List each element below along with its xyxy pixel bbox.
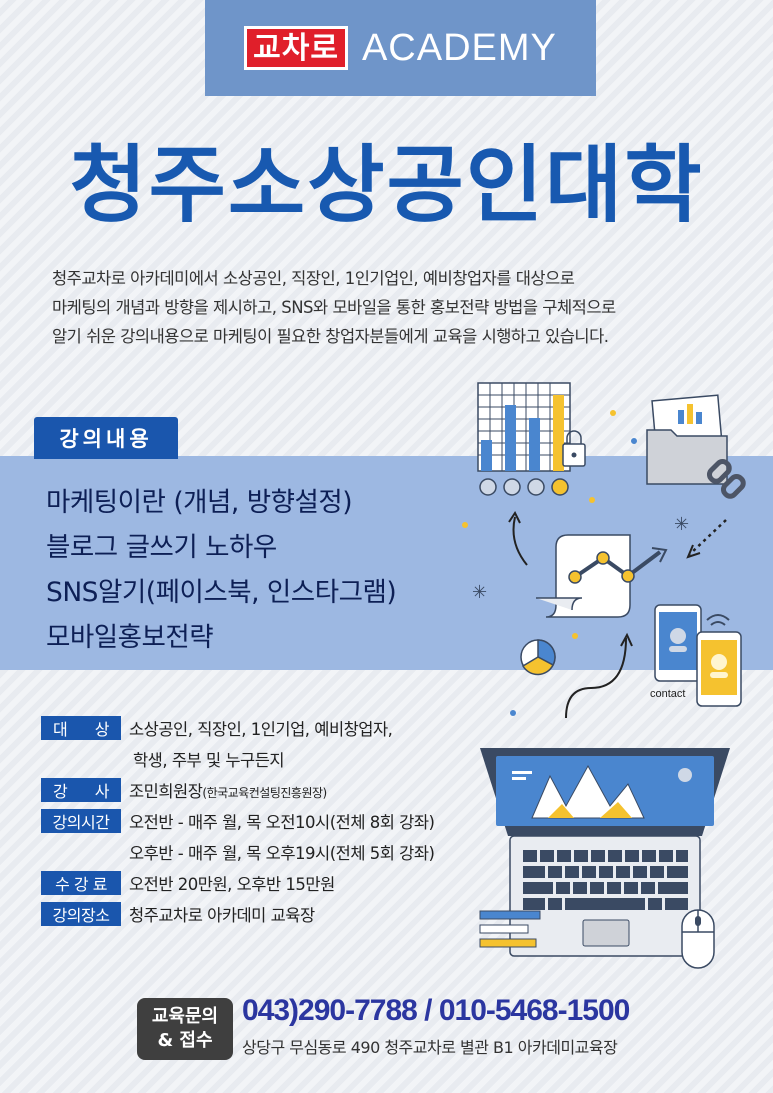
contact-address: 상당구 무심동로 490 청주교차로 별관 B1 아카데미교육장 [242, 1038, 618, 1057]
lecture-list: 마케팅이란 (개념, 방향설정) 블로그 글쓰기 노하우 SNS알기(페이스북,… [46, 480, 397, 660]
lecture-section-tab: 강의내용 [34, 417, 178, 459]
info-row-venue: 강의장소 청주교차로 아카데미 교육장 [41, 900, 434, 928]
svg-text:✳: ✳ [674, 514, 689, 535]
bar-chart-icon [477, 382, 586, 496]
instructor-note: (한국교육컨설팅진흥원장) [202, 786, 327, 800]
schedule-value-cont: 오후반 - 매주 월, 목 오후19시(전체 5회 강좌) [129, 844, 435, 863]
lecture-item: 모바일홍보전략 [46, 622, 214, 653]
target-value-cont: 학생, 주부 및 누구든지 [133, 751, 285, 770]
lecture-item: 블로그 글쓰기 노하우 [46, 532, 277, 563]
fee-label: 수 강 료 [41, 871, 121, 895]
page-title: 청주소상공인대학 [69, 136, 704, 234]
target-value: 소상공인, 직장인, 1인기업, 예비창업자, [129, 720, 393, 739]
instructor-value: 조민희원장(한국교육컨설팅진흥원장) [129, 782, 327, 801]
venue-label: 강의장소 [41, 902, 121, 926]
link-icon [706, 458, 746, 499]
intro-line: 알기 쉬운 강의내용으로 마케팅이 필요한 창업자분들에게 교육을 시행하고 있… [52, 327, 609, 346]
keyboard [523, 850, 688, 910]
report-scroll-icon [536, 534, 668, 618]
mouse-icon [681, 909, 715, 969]
schedule-label: 강의시간 [41, 809, 121, 833]
info-row-fee: 수 강 료 오전반 20만원, 오후반 15만원 [41, 869, 434, 897]
folder-icon [646, 394, 728, 485]
intro-line: 청주교차로 아카데미에서 소상공인, 직장인, 1인기업인, 예비창업자를 대상… [52, 269, 575, 288]
pie-chart-icon [520, 639, 556, 676]
intro-line: 마케팅의 개념과 방향을 제시하고, SNS와 모바일을 통한 홍보전략 방법을… [52, 298, 616, 317]
contact-label: 교육문의 & 접수 [137, 998, 233, 1060]
info-row-schedule: 강의시간 오전반 - 매주 월, 목 오전10시(전체 8회 강좌) [41, 807, 435, 835]
contact-caption: contact [650, 688, 685, 700]
academy-text: ACADEMY [361, 26, 557, 69]
phones-icon: contact [650, 604, 742, 707]
marketing-illustration: ✳ ✳ contact [462, 382, 746, 969]
header-banner: 교차로 ACADEMY [205, 0, 596, 96]
contact-phone: 043)290-7788 / 010-5468-1500 [242, 994, 630, 1027]
svg-text:✳: ✳ [472, 582, 487, 603]
venue-value: 청주교차로 아카데미 교육장 [129, 906, 315, 925]
schedule-value: 오전반 - 매주 월, 목 오전10시(전체 8회 강좌) [129, 813, 435, 832]
lecture-item: 마케팅이란 (개념, 방향설정) [46, 487, 353, 518]
laptop-icon [479, 748, 730, 957]
intro-text: 청주교차로 아카데미에서 소상공인, 직장인, 1인기업인, 예비창업자를 대상… [52, 264, 672, 351]
gyocharo-logo: 교차로 [244, 26, 348, 70]
lecture-item: SNS알기(페이스북, 인스타그램) [46, 577, 397, 608]
fee-value: 오전반 20만원, 오후반 15만원 [129, 875, 335, 894]
